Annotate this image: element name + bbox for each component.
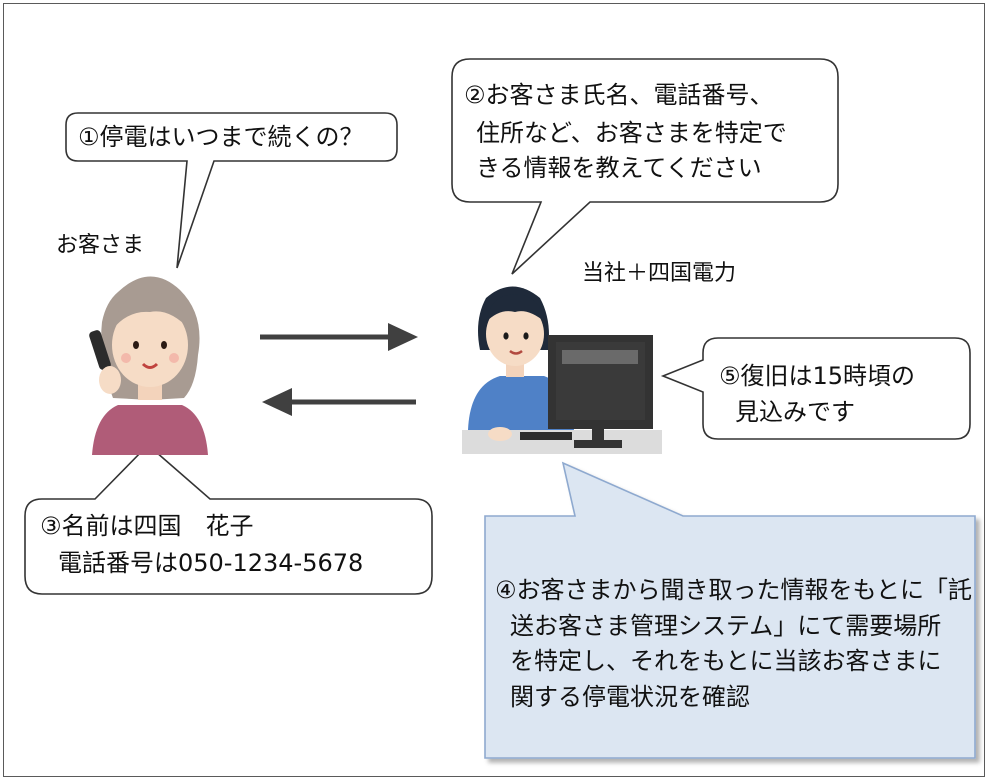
bubble-3-line-2: 電話番号は050-1234-5678 — [58, 549, 364, 577]
bubble-1-line-1: ①停電はいつまで続くの？ — [78, 123, 364, 151]
bubble-5-line-1: ⑤復旧は15時頃の — [719, 362, 916, 390]
company-label: 当社＋四国電力 — [582, 261, 737, 286]
customer-illustration — [89, 276, 208, 455]
diagram-frame — [3, 3, 985, 777]
customer-label: お客さま — [56, 233, 145, 258]
note-4-line-3: を特定し、それをもとに当該お客さまに — [510, 647, 942, 675]
bubble-2-line-3: きる情報を教えてください — [476, 154, 762, 182]
note-4-line-4: 関する停電状況を確認 — [510, 683, 750, 711]
speech-bubble-2 — [451, 58, 839, 275]
bubble-3-line-1: ③名前は四国 花子 — [40, 512, 254, 540]
speech-bubble-1 — [65, 112, 398, 269]
right-arrow-icon — [260, 323, 418, 351]
bubble-2-line-1: ②お客さま氏名、電話番号、 — [464, 81, 774, 109]
note-4-line-2: 送お客さま管理システム」にて需要場所 — [510, 612, 942, 640]
speech-bubble-3 — [24, 443, 433, 595]
bubble-2-line-2: 住所など、お客さまを特定で — [476, 119, 787, 147]
operator-illustration — [462, 286, 662, 454]
bubble-5-line-2: 見込みです — [735, 398, 855, 426]
note-callout-4 — [484, 461, 976, 759]
left-arrow-icon — [262, 388, 416, 416]
speech-bubble-5 — [660, 337, 971, 440]
note-4-line-1: ④お客さまから聞き取った情報をもとに「託 — [495, 576, 973, 604]
